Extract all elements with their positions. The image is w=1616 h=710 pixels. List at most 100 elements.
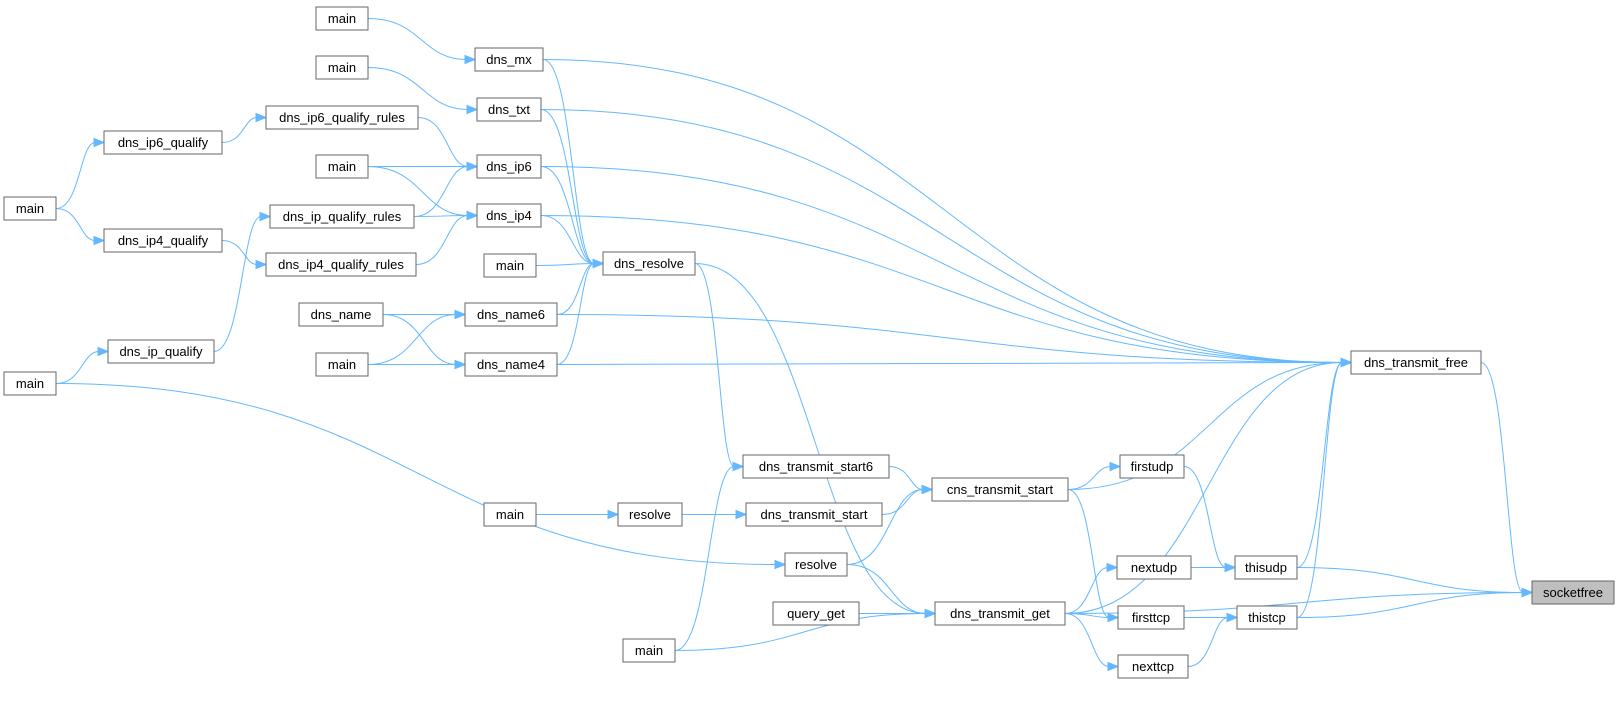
node-main-ip[interactable]: main: [315, 154, 369, 179]
node-thisudp[interactable]: thisudp: [1234, 555, 1298, 580]
edge-dns-name4-to-dns-transmit-free: [556, 357, 1353, 368]
node-main-resolve[interactable]: main: [483, 502, 537, 527]
node-nextudp[interactable]: nextudp: [1116, 555, 1192, 580]
edge-line: [55, 383, 777, 565]
node-main-qualify[interactable]: main: [3, 371, 57, 396]
node-dns-name[interactable]: dns_name: [298, 302, 384, 327]
node-label: main: [328, 159, 356, 174]
node-label: main: [16, 201, 44, 216]
node-box: [617, 502, 683, 527]
edge-line: [556, 263, 595, 315]
edge-line: [540, 109, 595, 264]
node-nexttcp[interactable]: nexttcp: [1117, 654, 1189, 679]
node-box: [476, 97, 542, 122]
node-label: dns_ip6_qualify: [118, 135, 209, 150]
edge-thisudp-to-dns-transmit-free: [1296, 357, 1353, 568]
edge-nextudp-to-thisudp: [1191, 562, 1237, 573]
edge-line: [846, 489, 924, 565]
edge-line: [413, 215, 469, 217]
node-firsttcp[interactable]: firsttcp: [1117, 605, 1185, 630]
edge-line: [1064, 613, 1110, 618]
node-dns-ip4-qualify-rules[interactable]: dns_ip4_qualify_rules: [265, 252, 417, 277]
node-dns-name4[interactable]: dns_name4: [464, 352, 558, 377]
edge-arrowhead: [1107, 612, 1120, 623]
node-dns-ip6-qualify-rules[interactable]: dns_ip6_qualify_rules: [265, 105, 419, 130]
node-dns-ip4[interactable]: dns_ip4: [476, 203, 542, 228]
node-box: [1117, 654, 1189, 679]
node-label: socketfree: [1543, 585, 1603, 600]
edge-dns-txt-to-dns-transmit-free: [540, 109, 1353, 368]
edge-line: [417, 117, 469, 167]
node-dns-ip4-qualify[interactable]: dns_ip4_qualify: [103, 228, 223, 253]
node-main-ipq[interactable]: main: [3, 196, 57, 221]
node-cns-transmit-start[interactable]: cns_transmit_start: [931, 477, 1069, 502]
edge-dns-ip-qualify-rules-to-dns-ip6: [413, 161, 479, 217]
edge-arrowhead: [592, 258, 605, 269]
node-label: main: [496, 258, 524, 273]
node-resolve-a[interactable]: resolve: [617, 502, 683, 527]
node-box: [476, 203, 542, 228]
node-dns-ip6-qualify[interactable]: dns_ip6_qualify: [103, 130, 223, 155]
edge-line: [1064, 613, 1110, 667]
node-dns-mx[interactable]: dns_mx: [474, 47, 544, 72]
node-resolve-b[interactable]: resolve: [784, 552, 848, 577]
node-label: dns_transmit_get: [950, 606, 1050, 621]
edge-arrowhead: [259, 211, 272, 222]
node-dns-ip-qualify[interactable]: dns_ip_qualify: [107, 339, 215, 364]
node-label: dns_name4: [477, 357, 545, 372]
node-dns-transmit-free[interactable]: dns_transmit_free: [1350, 350, 1482, 375]
node-firstudp[interactable]: firstudp: [1119, 454, 1185, 479]
node-label: dns_transmit_start6: [759, 459, 873, 474]
node-box: [931, 477, 1069, 502]
node-dns-transmit-get[interactable]: dns_transmit_get: [934, 601, 1066, 626]
edge-line: [1187, 617, 1229, 667]
node-socketfree[interactable]: socketfree: [1531, 580, 1615, 605]
node-main-mx[interactable]: main: [315, 6, 369, 31]
node-box: [1119, 454, 1185, 479]
edge-line: [1296, 567, 1524, 593]
edge-dns-mx-to-dns-resolve: [542, 59, 605, 269]
node-label: dns_transmit_free: [1364, 355, 1468, 370]
node-label: main: [16, 376, 44, 391]
edge-line: [540, 166, 595, 264]
node-dns-name6[interactable]: dns_name6: [464, 302, 558, 327]
edge-dns-transmit-get-to-nexttcp: [1064, 613, 1120, 672]
node-box: [315, 6, 369, 31]
edge-line: [540, 166, 1343, 363]
edge-main-to-dns-name6: [367, 309, 467, 365]
node-dns-txt[interactable]: dns_txt: [476, 97, 542, 122]
node-box: [107, 339, 215, 364]
edge-arrowhead: [93, 235, 106, 246]
node-label: cns_transmit_start: [947, 482, 1054, 497]
edge-line: [1296, 592, 1524, 618]
node-main-bottom[interactable]: main: [622, 638, 676, 663]
edge-dns-ip4-qualify-to-dns-ip4-qualify-rules: [221, 240, 268, 270]
node-dns-resolve[interactable]: dns_resolve: [602, 251, 696, 276]
node-main-txt[interactable]: main: [315, 55, 369, 80]
edge-arrowhead: [454, 359, 467, 370]
edge-arrowhead: [921, 484, 934, 495]
edge-resolve-to-dns-transmit-start: [682, 509, 748, 520]
node-box: [772, 601, 860, 626]
node-main-dnsresolve[interactable]: main: [483, 253, 537, 278]
edge-line: [556, 263, 595, 365]
edge-arrowhead: [924, 608, 937, 619]
node-label: dns_ip6: [486, 159, 532, 174]
node-label: dns_ip_qualify: [119, 344, 203, 359]
node-query-get[interactable]: query_get: [772, 601, 860, 626]
node-label: dns_transmit_start: [761, 507, 868, 522]
edge-nexttcp-to-thistcp: [1187, 612, 1239, 667]
node-label: dns_ip6_qualify_rules: [279, 110, 405, 125]
node-label: main: [328, 357, 356, 372]
node-label: nexttcp: [1132, 659, 1174, 674]
node-main-name[interactable]: main: [315, 352, 369, 377]
edge-line: [55, 208, 96, 241]
node-dns-ip6[interactable]: dns_ip6: [476, 154, 542, 179]
node-thistcp[interactable]: thistcp: [1236, 605, 1298, 630]
node-dns-transmit-start[interactable]: dns_transmit_start: [745, 502, 883, 527]
edge-line: [213, 216, 262, 352]
node-dns-ip-qualify-rules[interactable]: dns_ip_qualify_rules: [269, 204, 415, 229]
node-dns-transmit-start6[interactable]: dns_transmit_start6: [742, 454, 890, 479]
edge-cns-transmit-start-to-firstudp: [1067, 461, 1122, 490]
